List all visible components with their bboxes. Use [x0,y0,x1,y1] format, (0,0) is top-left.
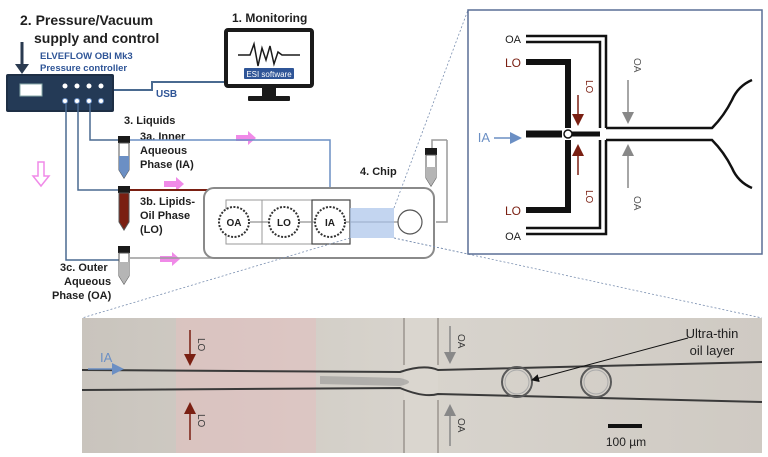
supply-title-line1: 2. Pressure/Vacuum [20,12,153,28]
micro-lo-top: LO [195,338,206,352]
lo-pressure-line [77,104,124,191]
lo-label-line2: Oil Phase [140,210,190,222]
port-lo-label: LO [277,218,291,229]
oa-label-line2: Aqueous [64,276,111,288]
controller-model: Pressure controller [40,63,127,74]
inset-oa-bottom: OA [505,231,522,243]
pressure-controller [6,74,114,112]
ia-label-line2: Aqueous [140,145,187,157]
oa-pressure-line [65,104,124,261]
lo-reservoir [118,186,130,231]
ia-reservoir [118,136,130,179]
inset-oa-top: OA [505,34,522,46]
zoom-line-inset-top [393,9,469,209]
micrograph [81,318,763,453]
ia-pressure-line [89,104,124,141]
channel-geometry-inset [467,9,763,255]
scale-bar-label: 100 µm [606,435,646,449]
micro-lo-bottom: LO [195,414,206,428]
liquids-title: 3. Liquids [124,115,175,127]
flow-arrows [160,131,256,266]
inset-ia: IA [478,130,491,145]
micro-oa-top: OA [455,334,466,349]
vacuum-arrow-icon [31,161,51,188]
supply-title-line2: supply and control [34,30,159,46]
chip-title: 4. Chip [360,166,397,178]
port-ia-label: IA [325,218,335,229]
annotation-line2: oil layer [690,343,735,358]
micro-ia: IA [100,350,113,365]
zoom-line-micro-right [393,237,763,319]
micro-oa-bottom: OA [455,418,466,433]
zoom-line-micro-left [81,237,351,319]
inset-lo-vertical-bottom: LO [583,190,594,204]
monitoring-title: 1. Monitoring [232,11,307,25]
down-arrow-icon [15,42,29,74]
oa-label-line1: 3c. Outer [60,262,108,274]
lo-label-line3: (LO) [140,224,163,236]
controller-name: ELVEFLOW OBI Mk3 [40,51,133,62]
chip [203,187,435,259]
outlet-reservoir [425,148,437,187]
inset-lo-top: LO [505,56,521,70]
ia-label-line3: Phase (IA) [140,159,194,171]
oa-label-line3: Phase (OA) [52,290,112,302]
ia-label-line1: 3a. Inner [140,131,186,143]
oa-reservoir [118,246,130,285]
port-oa-label: OA [227,218,242,229]
inset-oa-vertical-top: OA [631,58,642,73]
software-label: ESI software [246,70,292,79]
monitor-icon [224,28,314,101]
inset-oa-vertical-bottom: OA [631,196,642,211]
inset-lo-bottom: LO [505,204,521,218]
usb-label: USB [156,89,177,100]
annotation-line1: Ultra-thin [686,326,739,341]
inset-lo-vertical-top: LO [583,80,594,94]
lo-label-line1: 3b. Lipids- [140,196,195,208]
